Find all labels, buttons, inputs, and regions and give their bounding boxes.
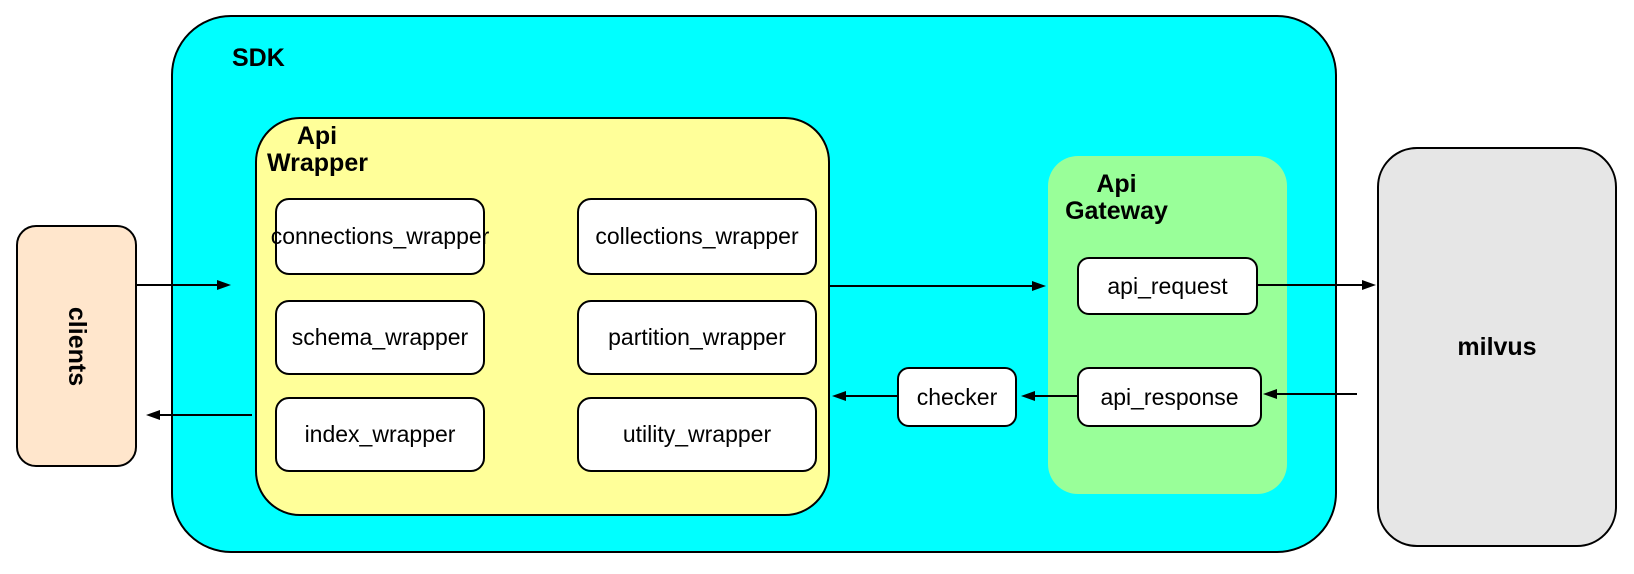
index-wrapper-label: index_wrapper [304,421,456,447]
collections-wrapper-node: collections_wrapper [577,198,817,275]
connections-wrapper-label: connections_wrapper [270,223,490,249]
api-response-label: api_response [1100,383,1239,410]
utility-wrapper-node: utility_wrapper [577,397,817,472]
api-request-node: api_request [1077,257,1258,315]
schema-wrapper-node: schema_wrapper [275,300,485,375]
sdk-container: SDK Api Wrapper connections_wrapper coll… [171,15,1337,553]
clients-node: clients [16,225,137,467]
checker-node: checker [897,367,1017,427]
schema-wrapper-label: schema_wrapper [291,324,469,350]
connections-wrapper-node: connections_wrapper [271,198,489,275]
api-gateway-container: Api Gateway api_request api_response [1048,156,1287,494]
collections-wrapper-label: collections_wrapper [595,223,799,249]
checker-label: checker [916,383,998,410]
api-gateway-label: Api Gateway [1065,170,1168,225]
api-wrapper-label: Api Wrapper [267,122,368,177]
milvus-label: milvus [1457,332,1537,361]
milvus-node: milvus [1377,147,1617,547]
index-wrapper-node: index_wrapper [275,397,485,472]
sdk-label: SDK [232,44,285,72]
api-wrapper-container: Api Wrapper connections_wrapper collecti… [255,117,830,516]
partition-wrapper-label: partition_wrapper [608,324,786,350]
partition-wrapper-node: partition_wrapper [577,300,817,375]
api-request-label: api_request [1107,272,1228,299]
clients-label: clients [62,306,91,386]
utility-wrapper-label: utility_wrapper [622,421,772,447]
api-response-node: api_response [1077,367,1262,427]
